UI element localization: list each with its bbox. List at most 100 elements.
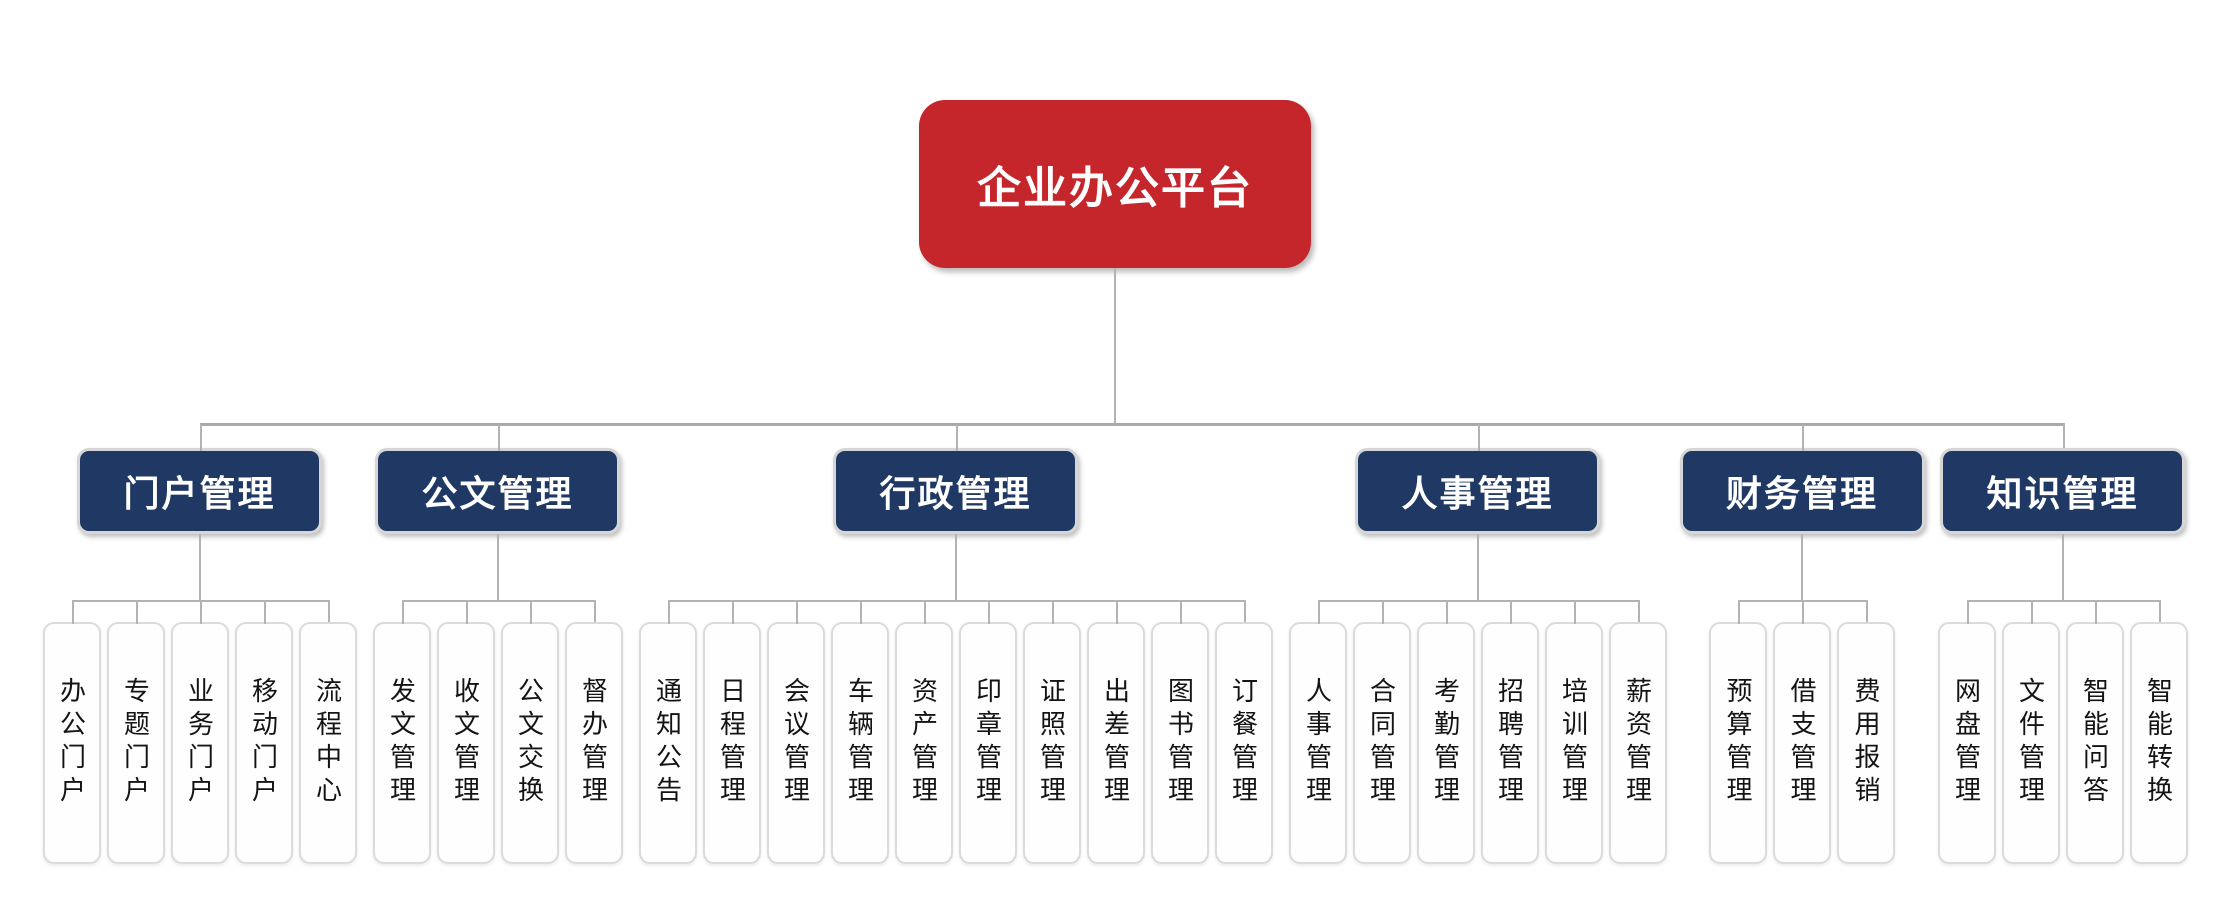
leaf-item: 合同管理	[1349, 600, 1416, 864]
leaf-item: 日程管理	[699, 600, 766, 864]
root-label: 企业办公平台	[977, 164, 1253, 213]
leaf-item: 会议管理	[763, 600, 830, 864]
leaf-item: 人事管理	[1286, 600, 1352, 864]
leaf-item: 考勤管理	[1413, 600, 1480, 864]
leaf-label: 业务门户	[184, 677, 215, 809]
org-chart: 企业办公平台 门户管理 办公门户 专题门户 业务门户 移动门户 流程中心	[35, 100, 2196, 864]
leaf-node: 车辆管理	[830, 622, 889, 864]
category-group: 人事管理 人事管理 合同管理 考勤管理 招聘管理 培训管理 薪资管理	[1280, 423, 1677, 864]
leaf-label: 督办管理	[578, 677, 609, 809]
leaf-label: 合同管理	[1366, 677, 1397, 809]
leaf-label: 日程管理	[716, 677, 747, 809]
leaf-node: 人事管理	[1288, 622, 1347, 864]
leaf-item: 印章管理	[955, 600, 1022, 864]
leaf-label: 公文交换	[514, 677, 545, 809]
leaf-row: 办公门户 专题门户 业务门户 移动门户 流程中心	[40, 600, 360, 864]
leaf-item: 车辆管理	[827, 600, 894, 864]
leaf-node: 智能转换	[2129, 622, 2188, 864]
category-label: 公文管理	[421, 473, 574, 514]
leaf-label: 预算管理	[1723, 677, 1753, 809]
category-label: 行政管理	[879, 473, 1032, 514]
leaf-label: 车辆管理	[844, 677, 875, 809]
leaf-label: 费用报销	[1851, 677, 1881, 809]
leaf-row: 预算管理 借支管理 费用报销	[1706, 600, 1898, 864]
leaf-node: 收文管理	[436, 622, 495, 864]
category-node: 人事管理	[1355, 448, 1600, 534]
leaf-node: 智能问答	[2065, 622, 2124, 864]
category-node: 公文管理	[375, 448, 620, 534]
leaf-node: 业务门户	[170, 622, 229, 864]
category-node: 行政管理	[833, 448, 1078, 534]
leaf-label: 订餐管理	[1228, 677, 1259, 809]
category-group: 门户管理 办公门户 专题门户 业务门户 移动门户 流程中心	[35, 423, 367, 864]
leaf-node: 通知公告	[638, 622, 697, 864]
leaf-item: 流程中心	[295, 600, 360, 864]
leaf-item: 证照管理	[1019, 600, 1086, 864]
leaf-row: 网盘管理 文件管理 智能问答 智能转换	[1935, 600, 2191, 864]
leaf-label: 考勤管理	[1430, 677, 1461, 809]
leaf-node: 公文交换	[500, 622, 559, 864]
leaf-label: 人事管理	[1302, 677, 1333, 809]
category-node: 财务管理	[1679, 448, 1925, 534]
leaf-label: 培训管理	[1558, 677, 1589, 809]
category-group: 公文管理 发文管理 收文管理 公文交换 督办管理	[364, 423, 633, 864]
leaf-node: 招聘管理	[1480, 622, 1539, 864]
category-connector-line	[1801, 534, 1803, 600]
category-connector-line	[954, 534, 957, 600]
leaf-node: 合同管理	[1352, 622, 1411, 864]
leaf-item: 专题门户	[103, 600, 170, 864]
category-connector-line	[2061, 534, 2064, 600]
leaf-node: 会议管理	[766, 622, 825, 864]
leaf-node: 订餐管理	[1214, 622, 1273, 864]
leaf-row: 通知公告 日程管理 会议管理 车辆管理 资产管理 印章管理 证照管理 出差管理	[636, 600, 1276, 864]
leaf-row: 人事管理 合同管理 考勤管理 招聘管理 培训管理 薪资管理	[1286, 600, 1670, 864]
leaf-item: 移动门户	[231, 600, 298, 864]
leaf-item: 办公门户	[40, 600, 106, 864]
leaf-label: 专题门户	[120, 677, 151, 809]
leaf-node: 证照管理	[1022, 622, 1081, 864]
leaf-label: 智能转换	[2143, 677, 2174, 809]
leaf-label: 薪资管理	[1622, 677, 1653, 809]
leaf-node: 薪资管理	[1608, 622, 1667, 864]
leaf-node: 图书管理	[1150, 622, 1209, 864]
leaf-item: 图书管理	[1147, 600, 1214, 864]
leaf-label: 收文管理	[450, 677, 481, 809]
category-node: 知识管理	[1940, 448, 2185, 534]
leaf-item: 订餐管理	[1211, 600, 1276, 864]
leaf-item: 督办管理	[561, 600, 626, 864]
leaf-label: 通知公告	[652, 677, 683, 809]
leaf-label: 智能问答	[2079, 677, 2110, 809]
leaf-item: 文件管理	[1998, 600, 2065, 864]
leaf-label: 资产管理	[908, 677, 939, 809]
leaf-node: 资产管理	[894, 622, 953, 864]
leaf-label: 出差管理	[1100, 677, 1131, 809]
leaf-node: 预算管理	[1709, 622, 1767, 864]
leaf-item: 资产管理	[891, 600, 958, 864]
leaf-item: 借支管理	[1770, 600, 1836, 864]
category-connector-line	[1476, 534, 1479, 600]
category-label: 门户管理	[123, 473, 276, 514]
leaf-node: 印章管理	[958, 622, 1017, 864]
leaf-row: 发文管理 收文管理 公文交换 督办管理	[370, 600, 626, 864]
leaf-node: 流程中心	[298, 622, 357, 864]
leaf-item: 智能问答	[2062, 600, 2129, 864]
groups-row: 门户管理 办公门户 专题门户 业务门户 移动门户 流程中心 公文管理	[35, 423, 2196, 864]
leaf-node: 考勤管理	[1416, 622, 1475, 864]
leaf-item: 薪资管理	[1605, 600, 1670, 864]
leaf-item: 出差管理	[1083, 600, 1150, 864]
leaf-label: 借支管理	[1787, 677, 1817, 809]
leaf-label: 招聘管理	[1494, 677, 1525, 809]
leaf-label: 办公门户	[56, 677, 87, 809]
leaf-node: 出差管理	[1086, 622, 1145, 864]
category-node: 门户管理	[77, 448, 322, 534]
leaf-item: 费用报销	[1834, 600, 1898, 864]
leaf-item: 通知公告	[636, 600, 702, 864]
category-connector-line	[496, 534, 499, 600]
leaf-node: 培训管理	[1544, 622, 1603, 864]
leaf-node: 文件管理	[2001, 622, 2060, 864]
root-node: 企业办公平台	[919, 100, 1311, 268]
leaf-label: 网盘管理	[1951, 677, 1982, 809]
leaf-label: 流程中心	[312, 677, 343, 809]
leaf-item: 收文管理	[433, 600, 500, 864]
leaf-label: 移动门户	[248, 677, 279, 809]
